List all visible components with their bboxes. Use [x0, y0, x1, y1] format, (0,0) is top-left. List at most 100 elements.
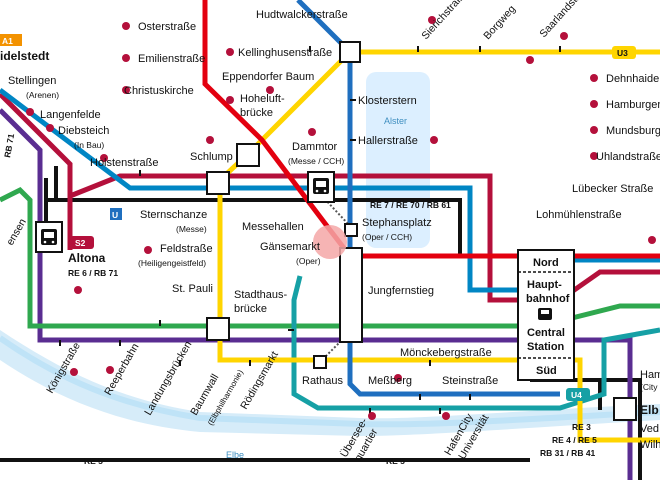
kellinghusenstrasse-station[interactable]	[339, 41, 361, 63]
label-dammtor-sub: (Messe / CCH)	[288, 156, 344, 166]
label-hbf-name-1: Haupt-	[527, 279, 562, 291]
label-hbf-nord: Nord	[533, 257, 559, 269]
service-re5-mid: RE 5	[386, 456, 405, 466]
label-hamburger-strasse: Hamburger Straße	[606, 99, 660, 111]
label-messehallen: Messehallen	[242, 221, 304, 233]
a1-badge-label: A1	[2, 36, 13, 46]
s2-badge: S2	[70, 236, 94, 249]
label-dehnhaide: Dehnhaide	[606, 73, 659, 85]
label-st-pauli: St. Pauli	[172, 283, 213, 295]
label-right-ham: Ham	[640, 369, 660, 381]
label-hoheluft-1: Hoheluft-	[240, 93, 285, 105]
label-kellinghusenstrasse: Kellinghusenstraße	[238, 47, 332, 59]
a1-badge: A1	[0, 34, 22, 46]
elbbruecken-station[interactable]	[613, 397, 637, 421]
selected-station-highlight	[313, 225, 347, 259]
label-emilienstrasse: Emilienstraße	[138, 53, 205, 65]
label-stephansplatz: Stephansplatz	[362, 217, 432, 229]
transfer-dammtor-stephansplatz	[321, 195, 351, 227]
label-moenckebergstrasse: Mönckebergstraße	[400, 347, 492, 359]
label-stephansplatz-sub: (Oper / CCH)	[362, 232, 412, 242]
label-stadthausbruecke-1: Stadthaus-	[234, 289, 288, 301]
service-re-altona: RE 6 / RB 71	[68, 268, 118, 278]
label-hbf-central-1: Central	[527, 327, 565, 339]
label-osterstrasse: Osterstraße	[138, 21, 196, 33]
label-right-ved: Ved	[640, 423, 659, 435]
u4-badge: U4	[566, 388, 590, 401]
label-diebsteich-sub: (In Bau)	[74, 140, 104, 150]
service-rb71-left: RB 71	[2, 133, 16, 159]
s21-line	[0, 92, 660, 303]
service-re5-left: RE 5	[84, 456, 103, 466]
label-steinstrasse: Steinstraße	[442, 375, 498, 387]
label-sternschanze-sub: (Messe)	[176, 224, 207, 234]
train-icon-hauptbahnhof	[538, 308, 552, 320]
service-re-dammtor: RE 7 / RE 70 / RB 61	[370, 200, 451, 210]
label-sternschanze: Sternschanze	[140, 209, 207, 221]
alster-lake	[366, 72, 430, 248]
s3-line	[0, 108, 633, 480]
sternschanze-interchange[interactable]	[206, 171, 230, 195]
s1-line	[0, 186, 660, 329]
label-schlump: Schlump	[190, 151, 233, 163]
label-mundsburg: Mundsburg	[606, 125, 660, 137]
u3-badge: U3	[612, 46, 636, 59]
label-hoheluft-2: brücke	[240, 107, 273, 119]
label-landungsbruecken: Landungsbrücken	[142, 339, 194, 417]
label-sierichstrasse: Sierichstraße	[419, 0, 469, 42]
label-stellingen: Stellingen	[8, 75, 56, 87]
label-lohmuehlenstrasse: Lohmühlenstraße	[536, 209, 622, 221]
stadthausbruecke-station[interactable]	[206, 317, 230, 341]
rathaus-station[interactable]	[313, 355, 327, 369]
label-christuskirche: Christuskirche	[124, 85, 194, 97]
schlump-station[interactable]	[236, 143, 260, 167]
label-right-elb: Elb	[640, 403, 659, 417]
elbe-ferry-line	[0, 335, 660, 428]
label-uhlandstrasse: Uhlandstraße	[596, 151, 660, 163]
label-right-city: (City	[640, 382, 658, 392]
label-klosterstern: Klosterstern	[358, 95, 417, 107]
label-langenfelde: Langenfelde	[40, 109, 101, 121]
u-badge-sternschanze: U	[110, 208, 122, 220]
label-luebecker-strasse: Lübecker Straße	[572, 183, 653, 195]
label-left-ensen: ensen	[4, 217, 29, 248]
jungfernstieg-station[interactable]	[339, 247, 363, 343]
label-borgweg: Borgweg	[481, 3, 518, 42]
label-hbf-sued: Süd	[536, 365, 557, 377]
s2-badge-label: S2	[75, 238, 86, 248]
alster-label: Alster	[384, 116, 407, 126]
u-badge-label: U	[112, 210, 118, 220]
label-feldstrasse: Feldstraße	[160, 243, 213, 255]
accessibility-icons	[26, 16, 656, 420]
service-rb3141: RB 31 / RB 41	[540, 448, 596, 458]
label-feldstrasse-sub: (Heiligengeistfeld)	[138, 258, 206, 268]
label-stadthausbruecke-2: brücke	[234, 303, 267, 315]
service-re45: RE 4 / RE 5	[552, 435, 597, 445]
train-icon-altona	[41, 229, 57, 245]
label-dammtor: Dammtor	[292, 141, 338, 153]
label-diebsteich: Diebsteich	[58, 125, 109, 137]
label-messberg: Meßberg	[368, 375, 412, 387]
station-ticks	[59, 46, 561, 414]
label-hbf-central-2: Station	[527, 341, 565, 353]
label-hudtwalckerstrasse: Hudtwalckerstraße	[256, 9, 348, 21]
service-re3: RE 3	[572, 422, 591, 432]
u3-line	[217, 49, 660, 443]
label-hallerstrasse: Hallerstraße	[358, 135, 418, 147]
elbe-label: Elbe	[226, 450, 244, 460]
u1-line	[296, 0, 560, 397]
label-altona: Altona	[68, 251, 106, 265]
label-gaensemarkt: Gänsemarkt	[260, 241, 320, 253]
label-eppendorfer-baum: Eppendorfer Baum	[222, 71, 314, 83]
stephansplatz-station[interactable]	[344, 223, 358, 237]
label-eidelstedt: idelstedt	[0, 49, 49, 63]
u2-line	[202, 0, 660, 259]
label-right-wil: Wilh	[640, 439, 660, 451]
label-holstenstrasse: Holstenstraße	[90, 157, 158, 169]
u4-badge-label: U4	[571, 390, 582, 400]
label-stellingen-sub: (Arenen)	[26, 90, 59, 100]
label-rathaus: Rathaus	[302, 375, 343, 387]
u3-badge-label: U3	[617, 48, 628, 58]
